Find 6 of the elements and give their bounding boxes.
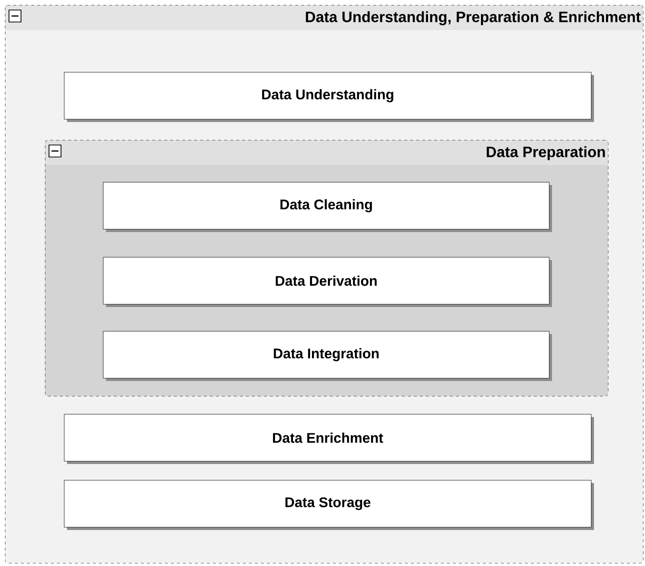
process-box: Data Derivation — [103, 257, 552, 307]
process-box: Data Cleaning — [103, 182, 552, 232]
process-box: Data Integration — [103, 331, 552, 381]
process-box: Data Enrichment — [64, 414, 594, 464]
process-box: Data Understanding — [64, 72, 594, 122]
process-box: Data Storage — [64, 480, 594, 530]
